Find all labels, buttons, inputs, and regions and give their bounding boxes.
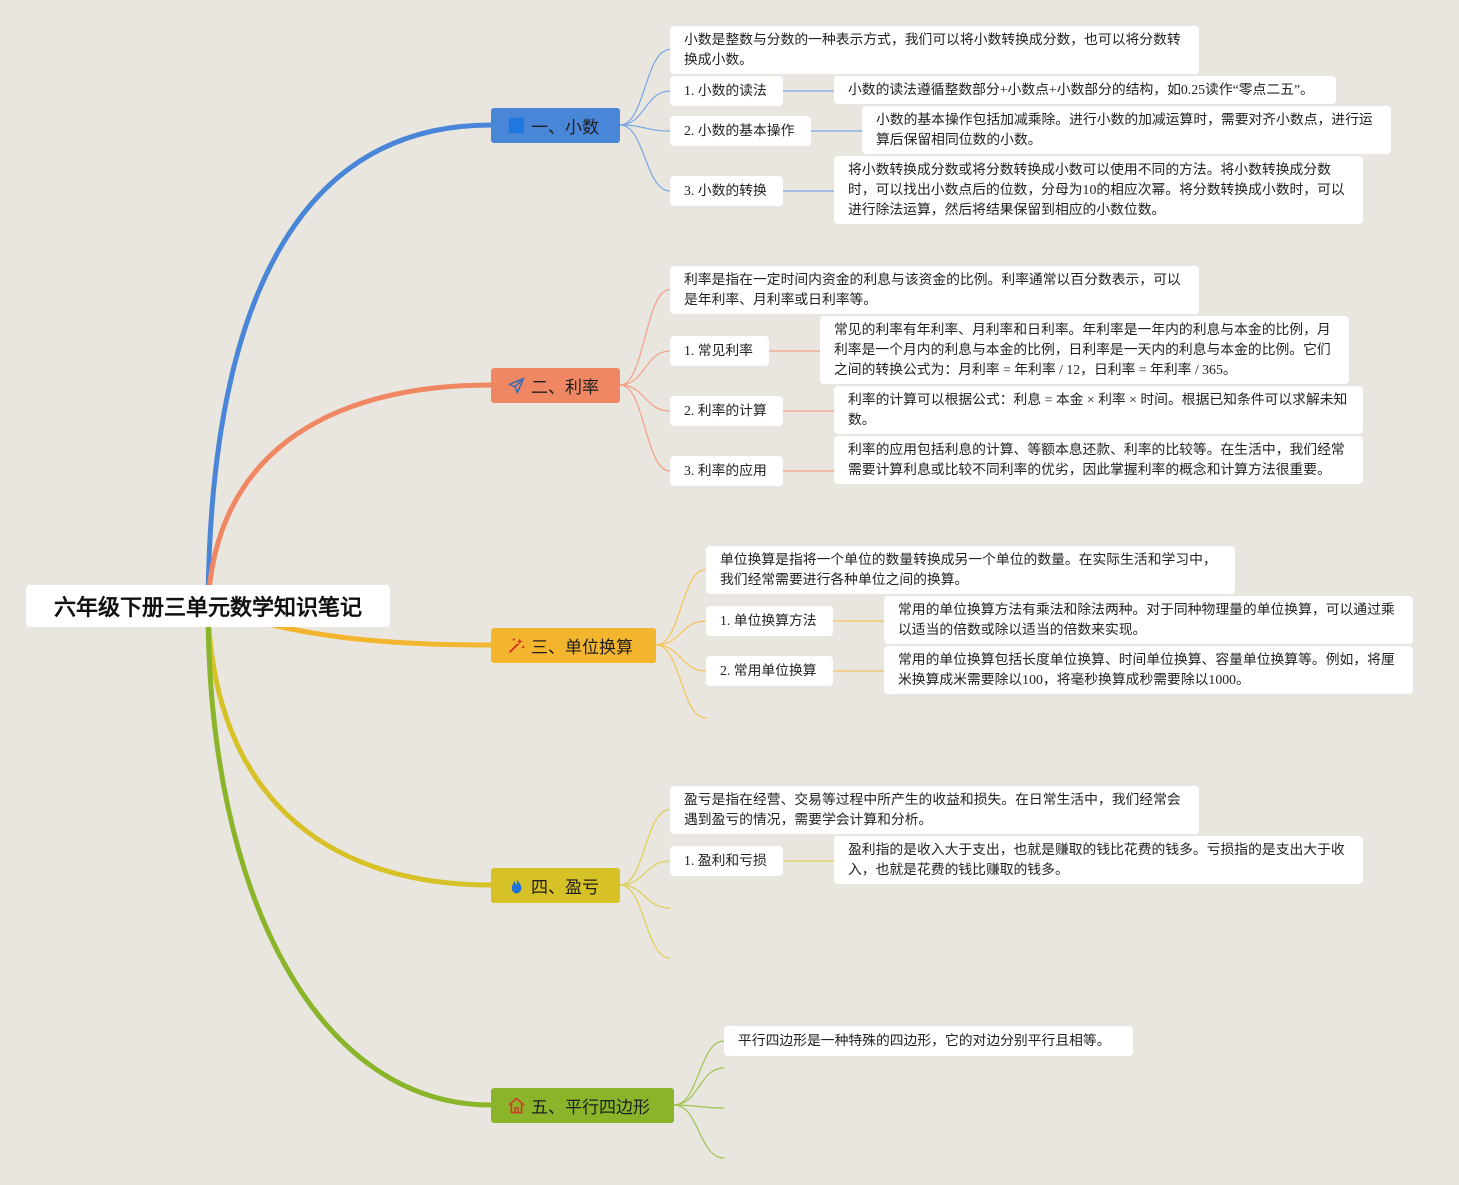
description-text: 盈亏是指在经营、交易等过程中所产生的收益和损失。在日常生活中，我们经常会遇到盈亏… [684,792,1181,827]
sub-connector [619,860,671,886]
branch-decimals[interactable]: 一、小数 [491,108,620,143]
branch-title: 四、盈亏 [531,878,599,898]
subtopic-node[interactable]: 1. 小数的读法 [670,76,783,106]
sub-connector [673,1104,725,1159]
sub-connector [619,384,671,412]
detail-text: 小数的基本操作包括加减乘除。进行小数的加减运算时，需要对齐小数点，进行运算后保留… [876,112,1373,147]
branch-description[interactable]: 盈亏是指在经营、交易等过程中所产生的收益和损失。在日常生活中，我们经常会遇到盈亏… [670,786,1199,834]
sub-connector [619,884,671,959]
branch-unit-conversion[interactable]: 三、单位换算 [491,628,656,663]
topic-detail[interactable]: 常见的利率有年利率、月利率和日利率。年利率是一年内的利息与本金的比例，月利率是一… [820,316,1349,384]
detail-text: 将小数转换成分数或将分数转换成小数可以使用不同的方法。将小数转换成分数时，可以找… [848,162,1345,217]
detail-text: 利率的计算可以根据公式：利息 = 本金 × 利率 × 时间。根据已知条件可以求解… [848,392,1348,427]
detail-text: 常用的单位换算方法有乘法和除法两种。对于同种物理量的单位换算，可以通过乘以适当的… [898,602,1395,637]
subtopic-label: 2. 利率的计算 [684,403,767,418]
sub-connector [619,350,671,386]
subtopic-label: 3. 利率的应用 [684,463,767,478]
branch-connector-interest [205,382,494,609]
branch-title: 二、利率 [531,378,599,398]
description-text: 利率是指在一定时间内资金的利息与该资金的比例。利率通常以百分数表示，可以是年利率… [684,272,1181,307]
sub-connector [619,384,671,472]
description-text: 单位换算是指将一个单位的数量转换成另一个单位的数量。在实际生活和学习中，我们经常… [720,552,1217,587]
description-text: 小数是整数与分数的一种表示方式，我们可以将小数转换成分数，也可以将分数转换成小数… [684,32,1181,67]
branch-interest-rate[interactable]: 二、利率 [491,368,620,403]
subtopic-node[interactable]: 1. 常见利率 [670,336,769,366]
subtopic-node[interactable]: 2. 小数的基本操作 [670,116,811,146]
subtopic-label: 3. 小数的转换 [684,183,767,198]
detail-text: 盈利指的是收入大于支出，也就是赚取的钱比花费的钱多。亏损指的是支出大于收入，也就… [848,842,1345,877]
sub-connector [673,1104,725,1109]
house-icon [507,1096,526,1115]
sub-connector [655,568,707,646]
topic-detail[interactable]: 利率的应用包括利息的计算、等额本息还款、利率的比较等。在生活中，我们经常需要计算… [834,436,1363,484]
sub-connector [655,620,707,646]
subtopic-node[interactable]: 1. 单位换算方法 [706,606,833,636]
subtopic-label: 1. 盈利和亏损 [684,853,767,868]
paper-plane-icon [507,376,526,395]
sub-connector [619,288,671,386]
flame-icon [507,876,526,895]
subtopic-label: 1. 单位换算方法 [720,613,817,628]
branch-profit-loss[interactable]: 四、盈亏 [491,868,620,903]
interest-sub-connectors [619,288,835,472]
branch-title: 五、平行四边形 [531,1098,650,1118]
branch-connector-decimals [205,122,494,609]
units-sub-connectors [655,568,885,719]
branch-title: 一、小数 [531,118,599,138]
profit-sub-connectors [619,808,835,959]
subtopic-label: 1. 小数的读法 [684,83,767,98]
subtopic-node[interactable]: 1. 盈利和亏损 [670,846,783,876]
detail-text: 利率的应用包括利息的计算、等额本息还款、利率的比较等。在生活中，我们经常需要计算… [848,442,1345,477]
branch-description[interactable]: 利率是指在一定时间内资金的利息与该资金的比例。利率通常以百分数表示，可以是年利率… [670,266,1199,314]
sub-connector [619,884,671,909]
detail-text: 常用的单位换算包括长度单位换算、时间单位换算、容量单位换算等。例如，将厘米换算成… [898,652,1395,687]
branch-description[interactable]: 平行四边形是一种特殊的四边形，它的对边分别平行且相等。 [724,1026,1133,1056]
branch-description[interactable]: 单位换算是指将一个单位的数量转换成另一个单位的数量。在实际生活和学习中，我们经常… [706,546,1235,594]
sub-connector [619,48,671,126]
sub-connector [619,808,671,886]
sub-connector [655,644,707,672]
branch-connector-profit [205,603,494,888]
sub-connector [673,1067,725,1106]
subtopic-node[interactable]: 3. 小数的转换 [670,176,783,206]
parallelogram-sub-connectors [673,1040,725,1159]
topic-detail[interactable]: 盈利指的是收入大于支出，也就是赚取的钱比花费的钱多。亏损指的是支出大于收入，也就… [834,836,1363,884]
branch-connector-parallelogram [205,603,494,1108]
subtopic-node[interactable]: 2. 常用单位换算 [706,656,833,686]
sub-connector [655,644,707,719]
sub-connector [619,124,671,192]
subtopic-node[interactable]: 3. 利率的应用 [670,456,783,486]
subtopic-label: 1. 常见利率 [684,343,753,358]
topic-detail[interactable]: 小数的基本操作包括加减乘除。进行小数的加减运算时，需要对齐小数点，进行运算后保留… [862,106,1391,154]
detail-text: 小数的读法遵循整数部分+小数点+小数部分的结构，如0.25读作“零点二五”。 [848,82,1314,97]
central-topic[interactable]: 六年级下册三单元数学知识笔记 [26,585,390,627]
detail-text: 常见的利率有年利率、月利率和日利率。年利率是一年内的利息与本金的比例，月利率是一… [834,322,1331,377]
subtopic-label: 2. 小数的基本操作 [684,123,795,138]
central-topic-title: 六年级下册三单元数学知识笔记 [53,596,362,621]
topic-detail[interactable]: 将小数转换成分数或将分数转换成小数可以使用不同的方法。将小数转换成分数时，可以找… [834,156,1363,224]
topic-detail[interactable]: 利率的计算可以根据公式：利息 = 本金 × 利率 × 时间。根据已知条件可以求解… [834,386,1363,434]
subtopic-node[interactable]: 2. 利率的计算 [670,396,783,426]
description-text: 平行四边形是一种特殊的四边形，它的对边分别平行且相等。 [738,1033,1111,1048]
sub-connector [619,124,671,132]
branch-parallelogram[interactable]: 五、平行四边形 [491,1088,674,1123]
branch-description[interactable]: 小数是整数与分数的一种表示方式，我们可以将小数转换成分数，也可以将分数转换成小数… [670,26,1199,74]
topic-detail[interactable]: 常用的单位换算方法有乘法和除法两种。对于同种物理量的单位换算，可以通过乘以适当的… [884,596,1413,644]
subtopic-label: 2. 常用单位换算 [720,663,817,678]
topic-detail[interactable]: 小数的读法遵循整数部分+小数点+小数部分的结构，如0.25读作“零点二五”。 [834,76,1336,104]
blue-square-icon [507,116,526,135]
sub-connector [673,1040,725,1106]
decimals-sub-connectors [619,48,863,192]
magic-wand-icon [507,636,526,655]
topic-detail[interactable]: 常用的单位换算包括长度单位换算、时间单位换算、容量单位换算等。例如，将厘米换算成… [884,646,1413,694]
branch-title: 三、单位换算 [531,638,633,658]
sub-connector [619,90,671,126]
